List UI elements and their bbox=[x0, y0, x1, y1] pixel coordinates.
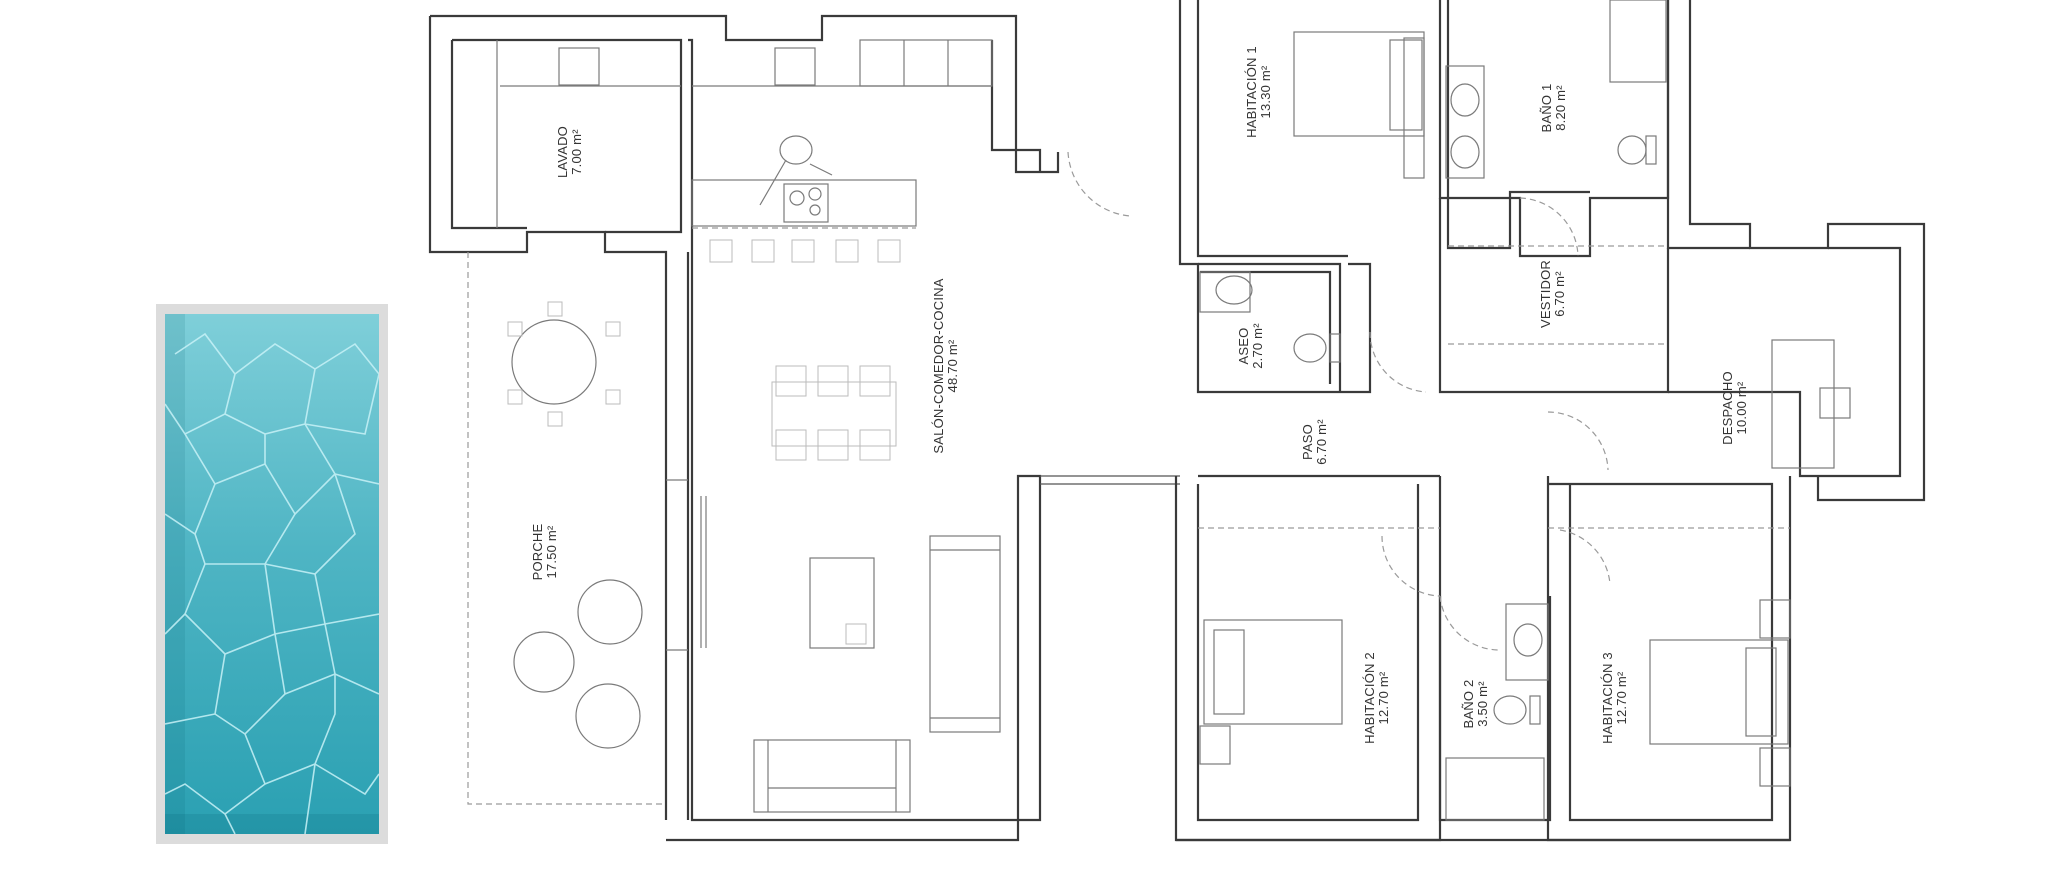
room-area: 6.70 m² bbox=[1552, 271, 1567, 317]
room-area: 12.70 m² bbox=[1614, 671, 1629, 725]
room-label-habitacion-1: HABITACIÓN 1 13.30 m² bbox=[1244, 37, 1273, 147]
room-name: ASEO bbox=[1236, 327, 1251, 365]
room-name: DESPACHO bbox=[1720, 371, 1735, 445]
room-label-paso: PASO 6.70 m² bbox=[1300, 407, 1329, 477]
room-area: 7.00 m² bbox=[569, 129, 584, 175]
room-area: 8.20 m² bbox=[1553, 85, 1568, 131]
room-label-bano-1: BAÑO 1 8.20 m² bbox=[1539, 68, 1568, 148]
room-name: PORCHE bbox=[530, 523, 545, 581]
pool-step bbox=[165, 314, 185, 834]
dining-table bbox=[771, 365, 897, 461]
lavado-fixtures bbox=[496, 39, 993, 228]
room-label-vestidor: VESTIDOR 6.70 m² bbox=[1538, 249, 1567, 339]
kitchen-island bbox=[691, 135, 917, 263]
left-wing-walls bbox=[428, 14, 1180, 842]
room-label-despacho: DESPACHO 10.00 m² bbox=[1720, 363, 1749, 453]
pool bbox=[156, 304, 388, 844]
pool-step bbox=[165, 814, 379, 834]
room-name: VESTIDOR bbox=[1538, 259, 1553, 329]
room-label-bano-2: BAÑO 2 3.50 m² bbox=[1461, 664, 1490, 744]
room-name: BAÑO 2 bbox=[1461, 679, 1476, 729]
room-name: BAÑO 1 bbox=[1539, 83, 1554, 133]
room-name: SALÓN-COMEDOR-COCINA bbox=[931, 278, 946, 454]
room-area: 2.70 m² bbox=[1250, 323, 1265, 369]
water-caustics-pattern bbox=[165, 332, 379, 834]
room-label-porche: PORCHE 17.50 m² bbox=[530, 512, 559, 592]
room-label-habitacion-2: HABITACIÓN 2 12.70 m² bbox=[1362, 643, 1391, 753]
room-area: 48.70 m² bbox=[945, 339, 960, 393]
porche-outline bbox=[467, 252, 688, 805]
room-area: 12.70 m² bbox=[1376, 671, 1391, 725]
room-name: HABITACIÓN 1 bbox=[1244, 46, 1259, 138]
right-wing-walls bbox=[1174, 0, 1926, 842]
room-name: LAVADO bbox=[555, 126, 570, 179]
room-area: 13.30 m² bbox=[1258, 65, 1273, 119]
pool-water bbox=[165, 314, 379, 834]
room-area: 10.00 m² bbox=[1734, 381, 1749, 435]
room-name: HABITACIÓN 3 bbox=[1600, 652, 1615, 744]
room-area: 6.70 m² bbox=[1314, 419, 1329, 465]
room-name: HABITACIÓN 2 bbox=[1362, 652, 1377, 744]
room-area: 17.50 m² bbox=[544, 525, 559, 579]
living-furniture bbox=[700, 496, 1001, 813]
room-label-lavado: LAVADO 7.00 m² bbox=[555, 112, 584, 192]
room-label-aseo: ASEO 2.70 m² bbox=[1236, 311, 1265, 381]
room-label-habitacion-3: HABITACIÓN 3 12.70 m² bbox=[1600, 643, 1629, 753]
room-area: 3.50 m² bbox=[1475, 681, 1490, 727]
room-label-salon-comedor-cocina: SALÓN-COMEDOR-COCINA 48.70 m² bbox=[931, 266, 960, 466]
right-wing-fixtures bbox=[1067, 0, 1851, 821]
room-name: PASO bbox=[1300, 424, 1315, 460]
